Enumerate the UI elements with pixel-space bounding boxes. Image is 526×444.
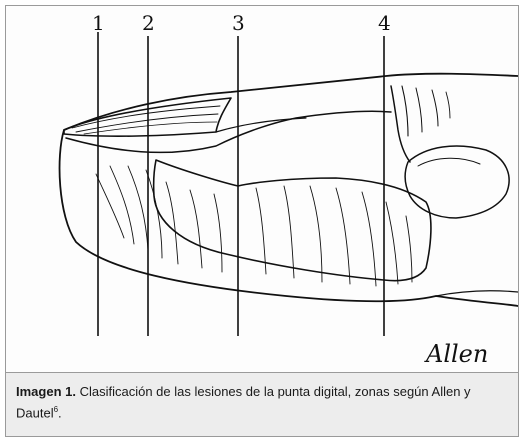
distal-phalanx xyxy=(154,160,431,281)
fingertip-illustration: 1 2 3 4 Allen xyxy=(6,6,518,373)
caption-lead: Imagen 1. xyxy=(16,384,76,399)
fingertip-drawing: 1 2 3 4 Allen xyxy=(6,6,518,372)
zone-label-4: 4 xyxy=(378,11,391,35)
nail-bed xyxy=(66,111,391,152)
figure-frame: 1 2 3 4 Allen Imagen 1. Clasificación de… xyxy=(5,5,519,437)
zone-label-1: 1 xyxy=(92,11,105,35)
artist-signature: Allen xyxy=(424,340,488,368)
dip-joint xyxy=(405,146,509,218)
zone-label-2: 2 xyxy=(142,11,155,35)
caption-end: . xyxy=(58,405,62,420)
caption-text: Clasificación de las lesiones de la punt… xyxy=(16,384,471,420)
zone-label-3: 3 xyxy=(232,11,245,35)
figure-caption: Imagen 1. Clasificación de las lesiones … xyxy=(6,373,518,436)
